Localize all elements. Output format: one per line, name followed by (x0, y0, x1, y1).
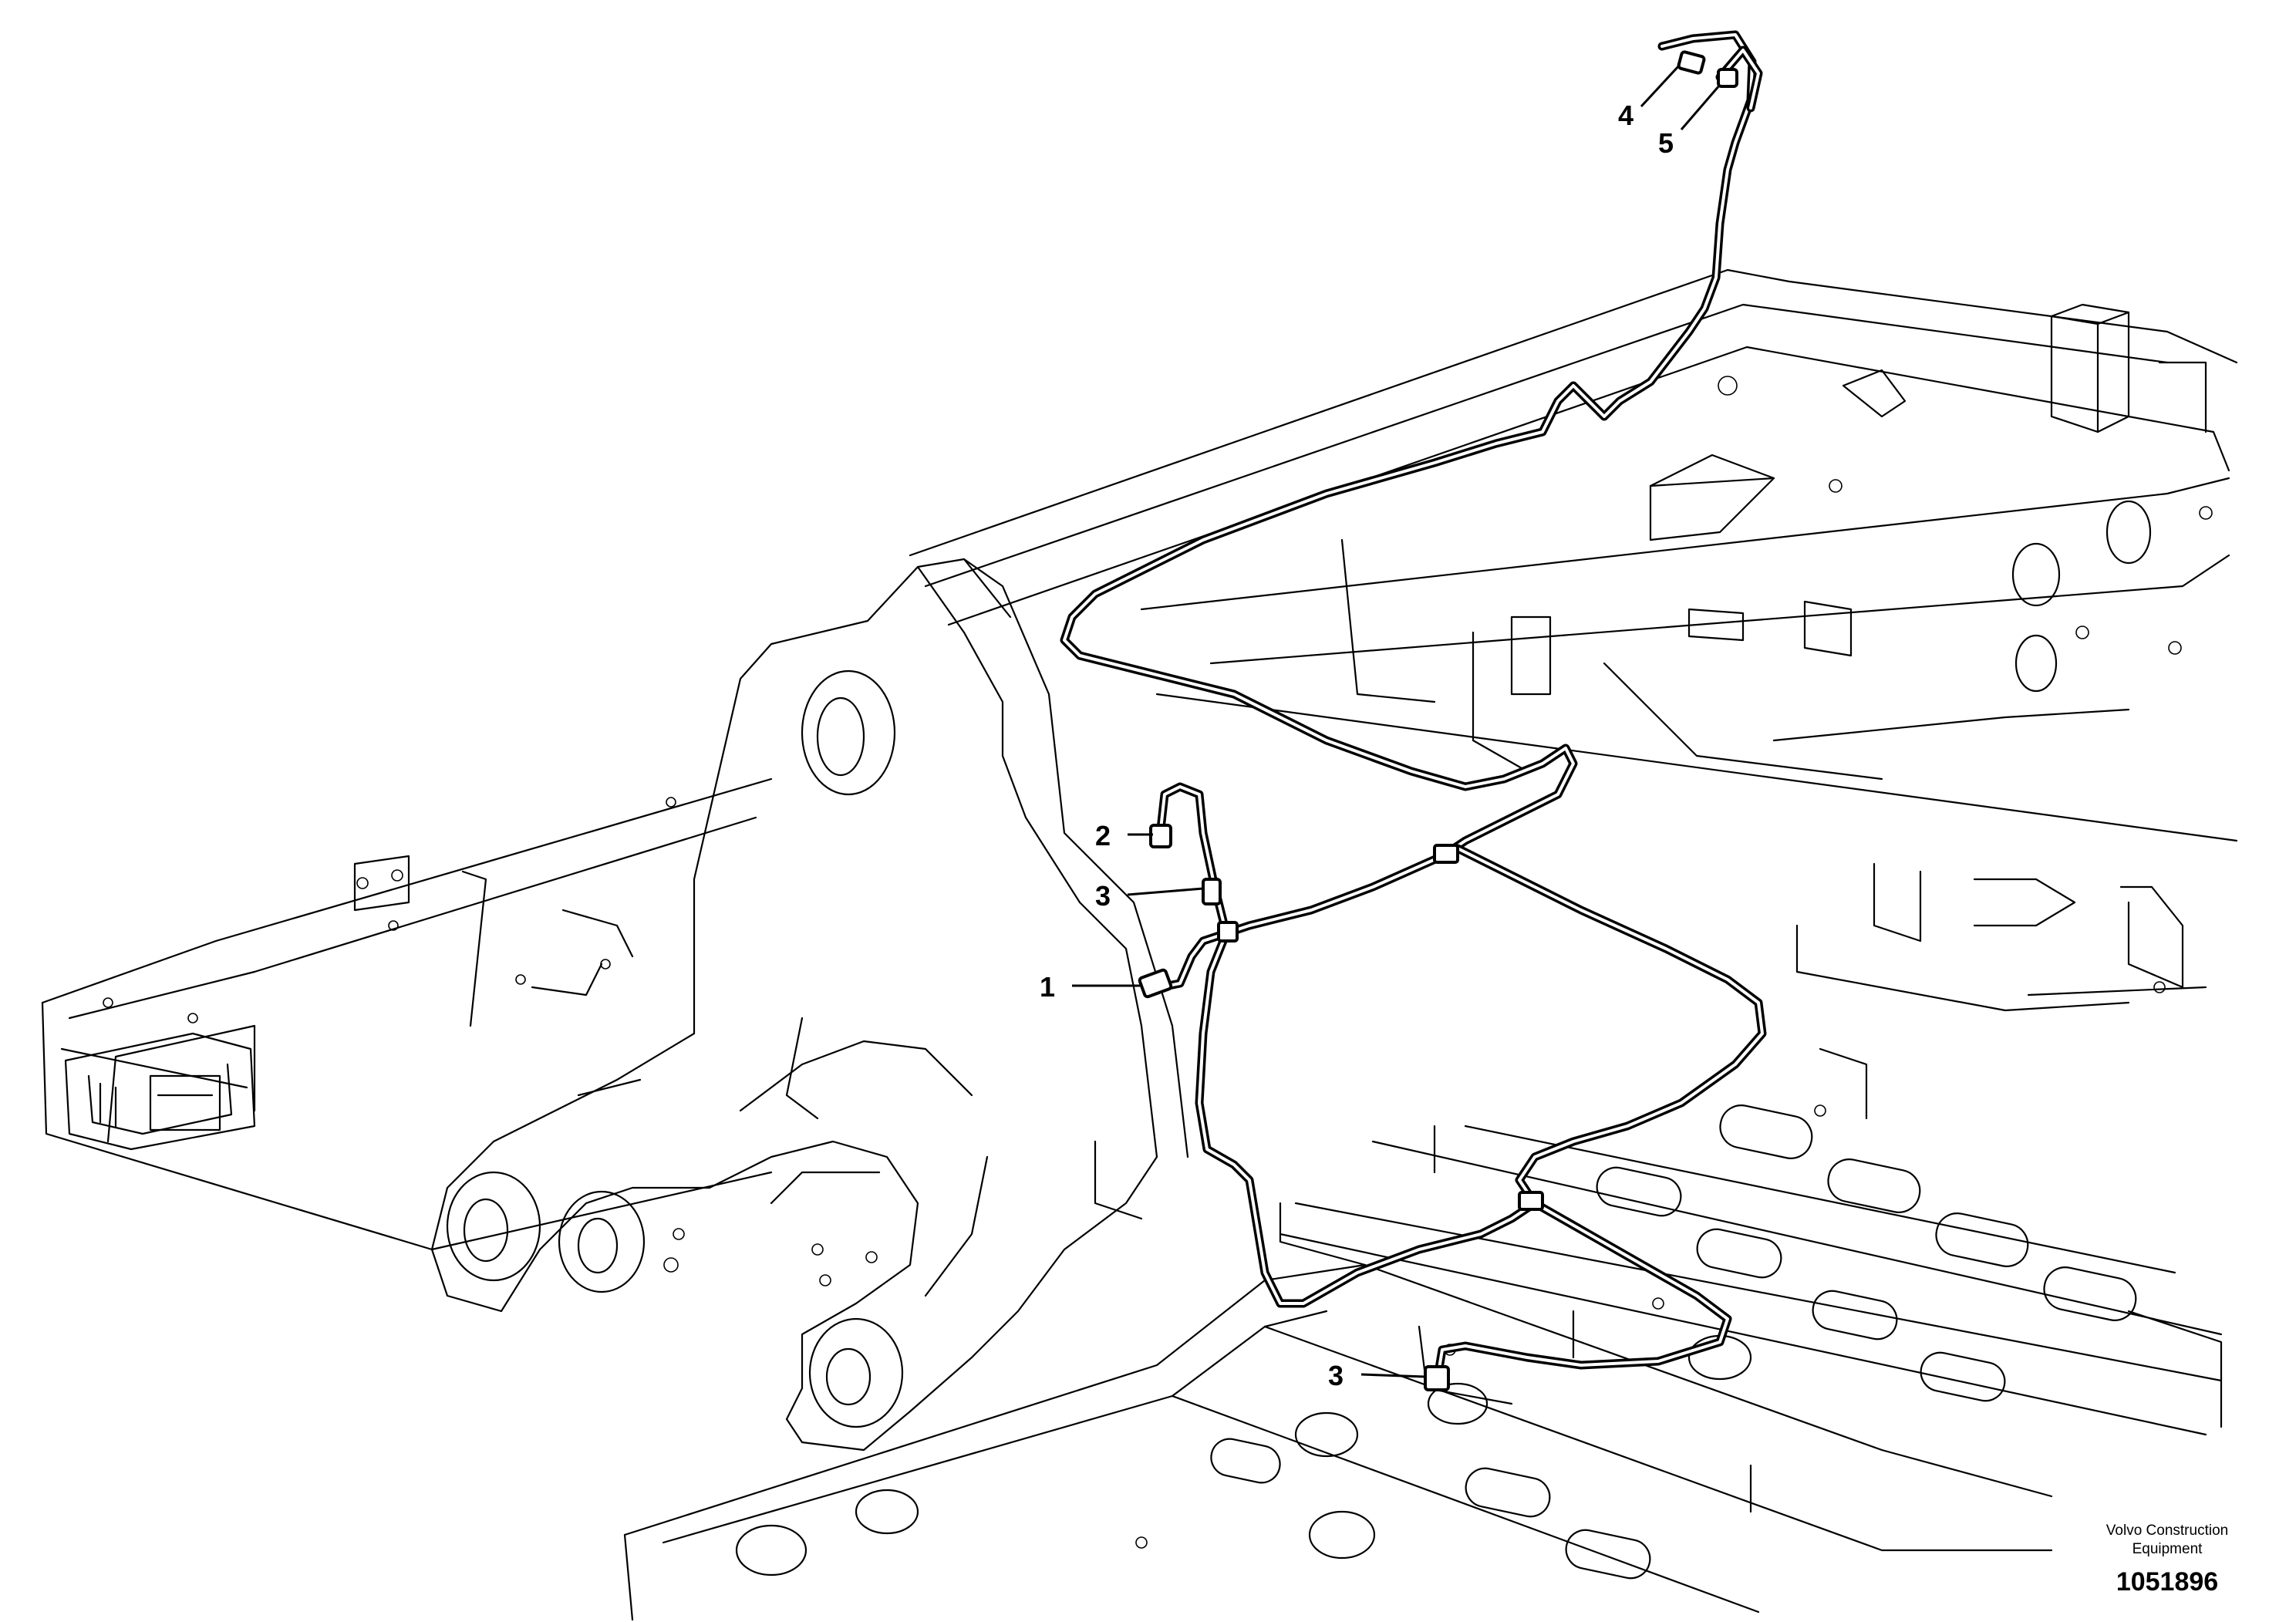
wiring-harness (1060, 30, 1767, 1378)
left-frame-drawing (41, 777, 773, 1251)
connector-2-icon (1149, 824, 1172, 848)
connector-4-icon (1677, 50, 1706, 75)
callout-3-lower: 3 (1328, 1360, 1344, 1391)
company-name-line1: Volvo Construction (2106, 1523, 2228, 1539)
connector-3-lower-icon (1424, 1365, 1450, 1391)
callout-3-upper: 3 (1095, 880, 1111, 912)
t-junction-upper-icon (1433, 844, 1459, 864)
t-junction-left-icon (1217, 921, 1239, 943)
callout-leaders (1072, 63, 1721, 1378)
callout-4: 4 (1618, 99, 1633, 131)
connector-1-icon (1138, 968, 1173, 999)
callout-1: 1 (1040, 971, 1055, 1003)
company-name-line2: Equipment (2132, 1541, 2203, 1557)
drawing-number: 1051896 (2116, 1567, 2218, 1597)
callout-5: 5 (1658, 127, 1674, 159)
footer: Volvo Construction Equipment 1051896 (2106, 1523, 2228, 1597)
callout-numbers: 4 5 2 3 1 3 (1040, 99, 1674, 1391)
connectors (1138, 50, 1738, 1391)
connector-3-upper-icon (1202, 878, 1222, 905)
lower-deck-drawing (623, 862, 2223, 1621)
t-junction-lower-icon (1518, 1191, 1544, 1211)
connector-5-icon (1717, 68, 1738, 88)
callout-2: 2 (1095, 820, 1111, 851)
boom-foot-casting (430, 558, 1189, 1452)
